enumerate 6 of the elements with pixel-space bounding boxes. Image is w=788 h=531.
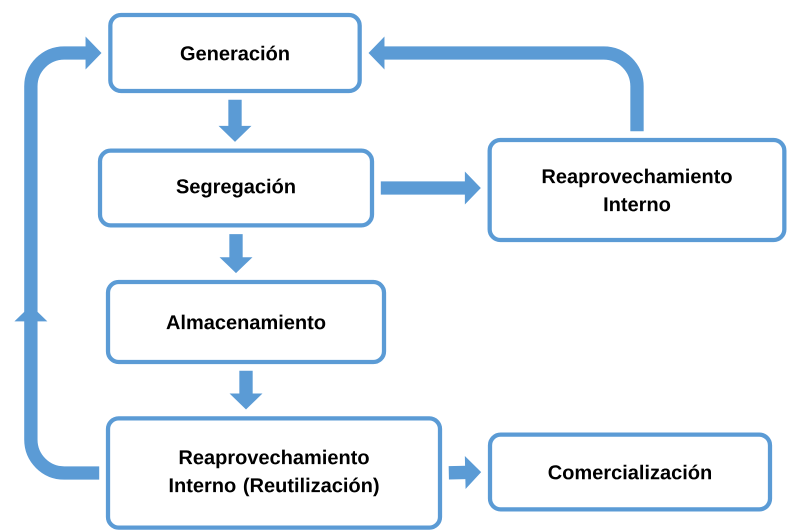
process-box: Reaprovechamiento Interno <box>488 138 786 242</box>
process-box: Reaprovechamiento Interno (Reutilización) <box>106 416 442 530</box>
process-box: Generación <box>108 12 362 94</box>
process-box: Segregación <box>98 148 374 228</box>
process-box: Almacenamiento <box>106 280 386 364</box>
process-box: Comercialización <box>488 432 772 512</box>
